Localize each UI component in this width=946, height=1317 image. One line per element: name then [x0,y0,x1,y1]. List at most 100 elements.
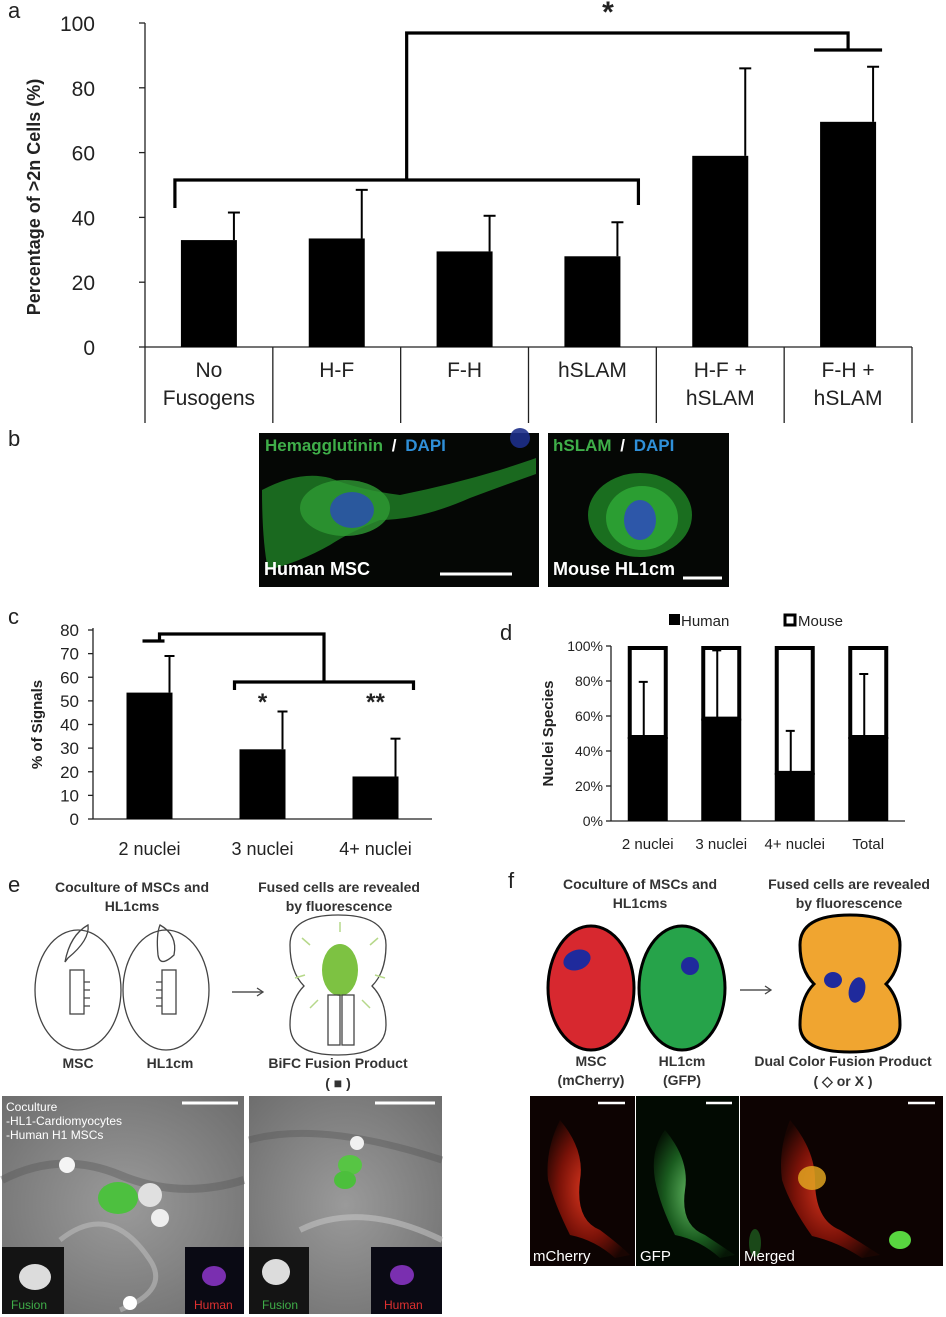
micrograph-mouse-hl1cm: hSLAM / DAPI Mouse HL1cm [548,433,729,587]
chart-d-bar-mouse [848,646,889,739]
chart-a-xtick-label: F-H [447,359,482,382]
label-dapi: DAPI [405,436,446,455]
chart-a-xtick-label: F-H + [822,359,875,382]
chart-c-bar [239,749,286,819]
schematic-f-left-title-2: HL1cms [613,895,668,911]
micrograph-f-mcherry: mCherry [530,1096,635,1266]
caption-human-msc: Human MSC [264,559,370,579]
label-dual-color-symbol: ( ◇ or X ) [814,1073,873,1089]
panel-letter-c: c [8,604,19,629]
schematic-e-right-title-2: by fluorescence [286,898,393,914]
bifc-green-nucleus [322,944,358,996]
chart-a-bar [436,251,493,347]
fused-cell-green-e1 [98,1182,138,1214]
chart-d-xtick-label: Total [852,836,884,853]
chart-c-ytick-label: 70 [60,645,79,664]
chart-d-ytick-label: 60% [575,708,603,724]
chart-a-xtick-label: H-F [319,359,354,382]
chart-a-ytick-label: 20 [72,272,95,295]
chart-c-ylabel: % of Signals [29,680,46,769]
chart-d-ytick-label: 20% [575,778,603,794]
chart-d-ytick-label: 0% [583,813,603,829]
micrograph-e-right: Fusion Human [248,1096,444,1314]
chart-d-ytick-label: 100% [567,638,603,654]
chart-a-bar [308,238,365,347]
chart-c-bracket-main [157,632,326,682]
chart-c-ytick-label: 80 [60,621,79,640]
chart-d-legend-human: Human [681,613,729,630]
chart-c-ytick-label: 0 [70,810,79,829]
chart-c-ytick-label: 60 [60,668,79,687]
chart-d-xtick-label: 4+ nuclei [765,836,825,853]
inset-label-human: Human [194,1298,233,1312]
chart-d-bar-mouse [701,646,742,721]
chart-d-legend-mouse: Mouse [798,613,843,630]
chart-d-bar-human [848,737,889,821]
panel-letter-f: f [508,868,515,893]
chart-a-xtick-label: Fusogens [163,387,255,410]
schematic-e-right-title-1: Fused cells are revealed [258,879,420,895]
photo-text-h1: -Human H1 MSCs [6,1128,103,1142]
panel-letter-a: a [8,0,21,23]
chart-a-bar [180,240,237,347]
svg-text:hSLAM / DAPI: hSLAM / DAPI [553,436,674,455]
chart-c-xtick-label: 3 nuclei [231,839,293,859]
photo-label-gfp: GFP [640,1248,671,1265]
chart-a-xtick-label: H-F + [694,359,747,382]
chart-c-ytick-label: 30 [60,739,79,758]
chart-a-xtick-label: hSLAM [558,359,627,382]
chart-a-xtick-label: hSLAM [686,387,755,410]
label-f-gfp: (GFP) [663,1072,701,1088]
schematic-e: Coculture of MSCs and HL1cms Fused cells… [34,879,420,1091]
hl1cm-cell-outline [122,929,210,1051]
label-hl1cm: HL1cm [147,1055,194,1071]
photo-text-hl1: -HL1-Cardiomyocytes [6,1114,122,1128]
chart-a-significance-star: * [602,0,614,29]
chart-c-ytick-label: 50 [60,692,79,711]
label-f-hl1cm: HL1cm [659,1053,706,1069]
chart-c-xtick-label: 2 nuclei [118,839,180,859]
chart-d-bar-mouse [627,646,668,739]
chart-a-bracket-main [405,31,850,180]
panel-letter-b: b [8,426,20,451]
svg-text:Hemagglutinin / DA: Hemagglutinin / DAPI [265,436,446,455]
label-dapi-2: DAPI [634,436,675,455]
inset-label-fusion-2: Fusion [262,1298,298,1312]
chart-c-significance-1: * [258,689,268,716]
chart-c-xtick-label: 4+ nuclei [339,839,412,859]
schematic-e-left-title-2: HL1cms [105,898,160,914]
chart-d-ytick-label: 40% [575,743,603,759]
inset-label-fusion: Fusion [11,1298,47,1312]
micrograph-f-merged: Merged [740,1096,943,1266]
chart-c-significance-2: ** [366,689,385,716]
chart-d-legend-swatch-mouse [783,613,797,627]
chart-d-legend-swatch-human [669,614,680,625]
chart-d-bar-human [627,737,668,821]
chart-a-bar [820,121,877,347]
msc-cell-outline [34,929,122,1051]
label-hemagglutinin: Hemagglutinin [265,436,383,455]
chart-d-ytick-label: 80% [575,673,603,689]
label-dual-color-fusion-product: Dual Color Fusion Product [754,1053,932,1069]
chart-d-bar-human [701,718,742,821]
fused-cell-green-e2 [338,1155,362,1175]
panel-letter-d: d [500,620,512,645]
label-hslam: hSLAM [553,436,612,455]
label-f-mcherry: (mCherry) [558,1072,625,1088]
chart-d-ylabel: Nuclei Species [540,681,557,787]
chart-a-xtick-label: No [195,359,222,382]
chart-d-xtick-label: 3 nuclei [695,836,747,853]
chart-a-bar [692,155,749,347]
chart-a-xtick-label: hSLAM [814,387,883,410]
hl1cm-gfp-cell [637,924,727,1052]
chart-c-ytick-label: 20 [60,763,79,782]
chart-a-bar [564,256,621,347]
chart-a-ytick-label: 0 [83,337,95,360]
label-bifc-fusion-product: BiFC Fusion Product [268,1055,408,1071]
schematic-f-right-title-2: by fluorescence [796,895,903,911]
schematic-e-left-title-1: Coculture of MSCs and [55,879,209,895]
